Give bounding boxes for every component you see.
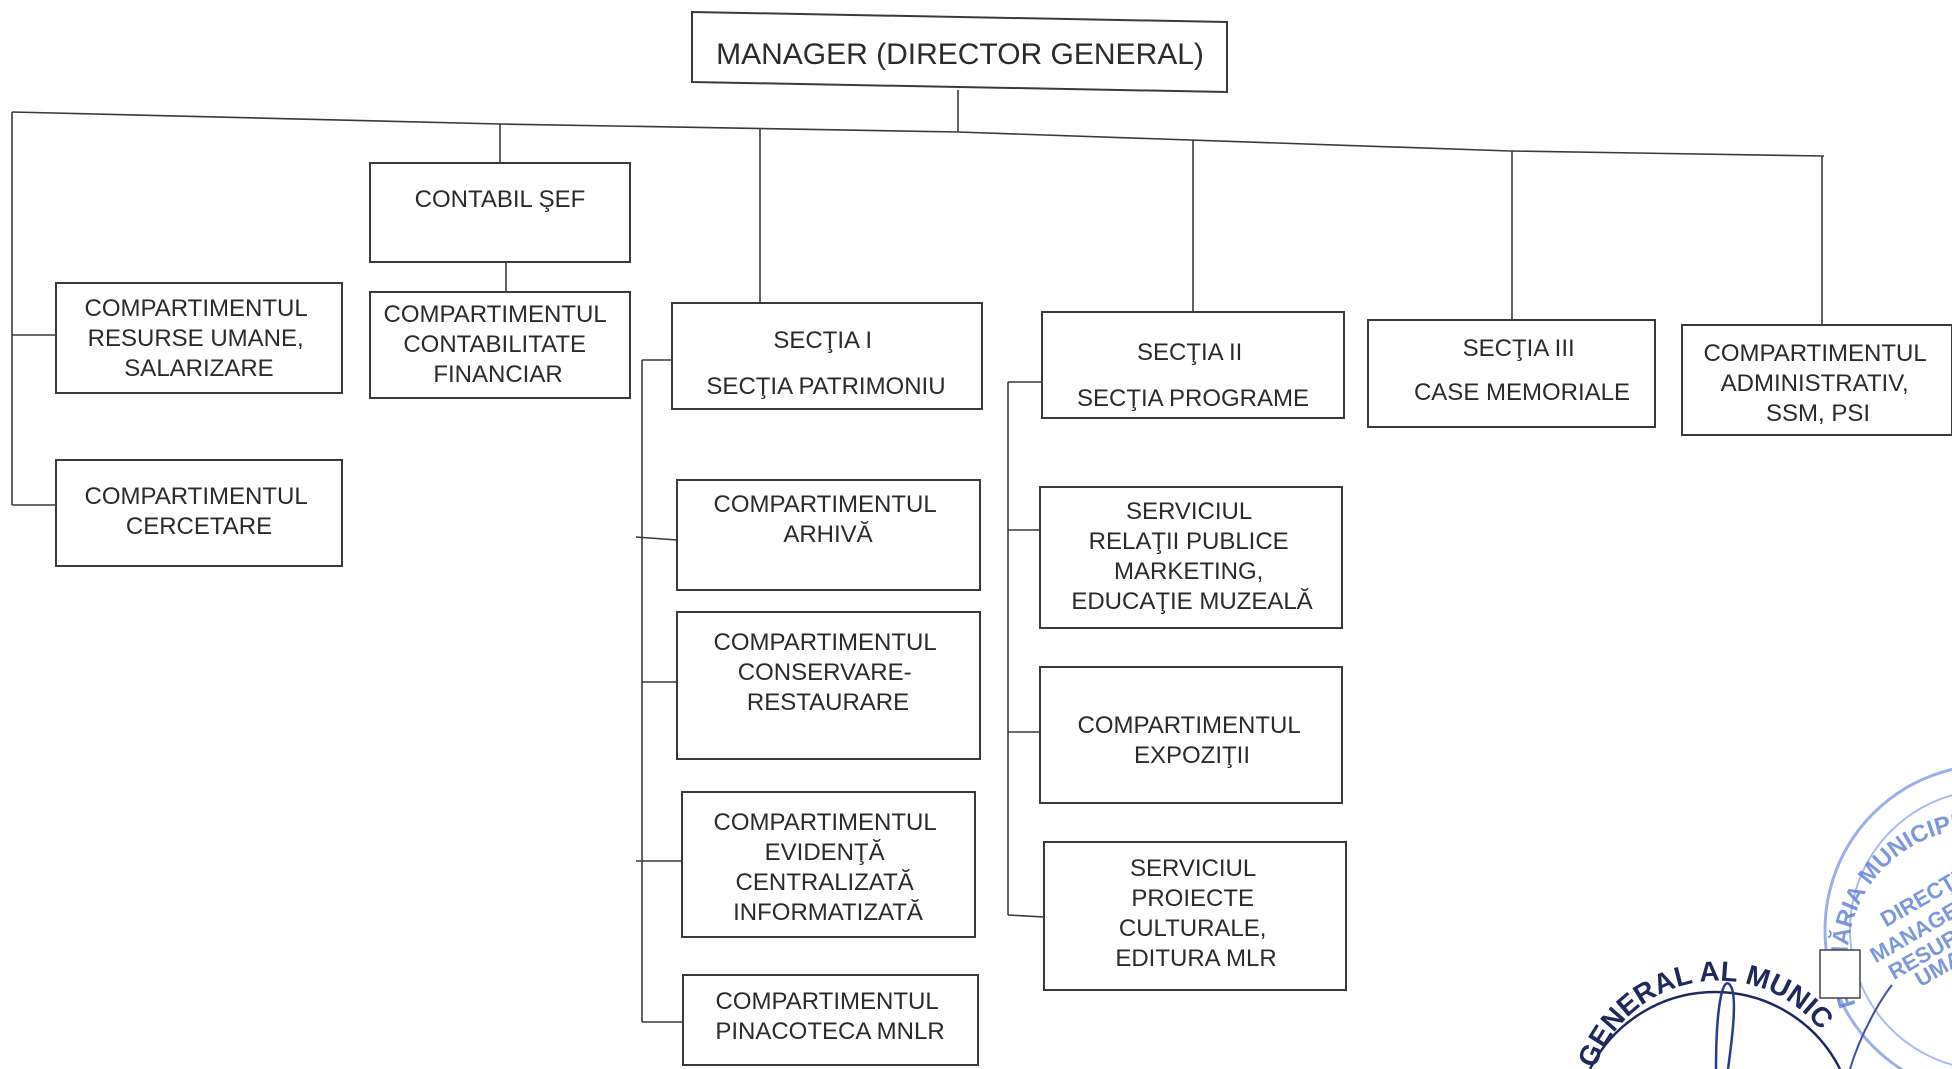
svg-text:SERVICIUL RELAŢII PUBLIC: SERVICIUL RELAŢII PUBLICE MARKETING, EDU… [1071, 498, 1312, 615]
unit-label: MANAGER (DIRECTOR GENERAL) [716, 38, 1204, 71]
svg-text:COMPARTIMENTUL PINACOTEC: COMPARTIMENTUL PINACOTECA MNLR [715, 988, 944, 1045]
unit-box-comp-cercetare: COMPARTIMENTUL CERCETARE [55, 459, 343, 567]
svg-text:MANAGER (DIRECTOR GENERAL): MANAGER (DIRECTOR GENERAL) [716, 38, 1204, 71]
svg-text:COMPARTIMENTUL ADMINISTR: COMPARTIMENTUL ADMINISTRATIV, SSM, PSI [1704, 340, 1933, 427]
unit-label: CONTABIL ŞEF [415, 186, 586, 213]
unit-label: SECŢIA I [773, 327, 872, 354]
svg-text:SECŢIA I SECŢIA PATRIMON: SECŢIA I SECŢIA PATRIMONIU [706, 327, 945, 400]
unit-label: RESTAURARE [747, 689, 909, 716]
unit-box-serv-proiecte: SERVICIUL PROIECTE CULTURALE, EDITURA ML… [1043, 841, 1347, 991]
unit-label: EDITURA MLR [1115, 945, 1276, 972]
unit-box-comp-expozitii: COMPARTIMENTUL EXPOZIŢII [1039, 666, 1343, 804]
unit-label: CONSERVARE- [738, 659, 912, 686]
unit-label: EDUCAŢIE MUZEALĂ [1071, 588, 1312, 615]
unit-label: CULTURALE, [1119, 915, 1267, 942]
svg-text:SERVICIUL PROIECTE: SERVICIUL PROIECTE CULTURALE, EDITURA ML… [1115, 855, 1276, 972]
unit-label: COMPARTIMENTUL [384, 301, 607, 328]
unit-label: SECŢIA II [1137, 339, 1242, 366]
unit-label: COMPARTIMENTUL [85, 483, 308, 510]
svg-text:COMPARTIMENTUL RESURSE U: COMPARTIMENTUL RESURSE UMANE, SALARIZARE [85, 295, 314, 382]
unit-box-sectia-2: SECŢIA II SECŢIA PROGRAME [1041, 311, 1345, 419]
unit-label: CONTABILITATE [403, 331, 586, 358]
svg-text:SECŢIA II SECŢIA PROGRAM: SECŢIA II SECŢIA PROGRAME [1077, 339, 1309, 412]
unit-label: FINANCIAR [433, 361, 562, 388]
unit-box-comp-pinacoteca: COMPARTIMENTUL PINACOTECA MNLR [682, 974, 979, 1066]
unit-label: EVIDENŢĂ [765, 839, 885, 866]
unit-box-comp-contabilitate: COMPARTIMENTUL CONTABILITATE FINANCIAR [369, 291, 631, 399]
unit-label: COMPARTIMENTUL [714, 491, 937, 518]
connector-lines [11, 90, 1825, 1023]
svg-text:CONTABIL ŞEF: CONTABIL ŞEF [415, 186, 586, 213]
unit-label: SECŢIA PROGRAME [1077, 385, 1309, 412]
unit-label: COMPARTIMENTUL [85, 295, 308, 322]
unit-box-sectia-1: SECŢIA I SECŢIA PATRIMONIU [671, 302, 983, 410]
unit-label: CERCETARE [126, 513, 272, 540]
unit-box-comp-conservare: COMPARTIMENTUL CONSERVARE- RESTAURARE [676, 611, 981, 760]
unit-label: EXPOZIŢII [1134, 742, 1250, 769]
unit-box-contabil-sef: CONTABIL ŞEF [369, 162, 631, 263]
unit-label: COMPARTIMENTUL [714, 809, 937, 836]
signature-mark [1714, 982, 1736, 1069]
unit-box-sectia-3: SECŢIA III CASE MEMORIALE [1367, 319, 1656, 428]
unit-box-comp-administrativ: COMPARTIMENTUL ADMINISTRATIV, SSM, PSI [1681, 324, 1952, 436]
unit-label: COMPARTIMENTUL [716, 988, 939, 1015]
unit-label: SERVICIUL [1126, 498, 1252, 525]
unit-label: SECŢIA III [1463, 335, 1575, 362]
unit-label: ADMINISTRATIV, [1721, 370, 1909, 397]
unit-label: CASE MEMORIALE [1414, 379, 1630, 406]
svg-text:SECŢIA III CASE MEMORIAL: SECŢIA III CASE MEMORIALE [1414, 335, 1630, 406]
unit-label: INFORMATIZATĂ [733, 899, 923, 926]
unit-label: PINACOTECA MNLR [715, 1018, 944, 1045]
unit-box-comp-evidenta: COMPARTIMENTUL EVIDENŢĂ CENTRALIZATĂ INF… [681, 791, 976, 938]
unit-label: ARHIVĂ [783, 521, 872, 548]
unit-label: SALARIZARE [124, 355, 273, 382]
unit-label: PROIECTE [1131, 885, 1254, 912]
svg-text:COMPARTIMENTUL CONSERVAR: COMPARTIMENTUL CONSERVARE- RESTAURARE [714, 629, 943, 716]
svg-text:COMPARTIMENTUL CERCETARE: COMPARTIMENTUL CERCETARE [85, 483, 314, 540]
svg-text:COMPARTIMENTUL EVIDENŢĂ: COMPARTIMENTUL EVIDENŢĂ CENTRALIZATĂ INF… [714, 809, 943, 926]
signature-mark [1849, 984, 1893, 1069]
svg-text:COMPARTIMENTUL ARHIVĂ: COMPARTIMENTUL ARHIVĂ [714, 491, 943, 548]
unit-label: RESURSE UMANE, [88, 325, 304, 352]
unit-label: SERVICIUL [1130, 855, 1256, 882]
unit-label: RELAŢII PUBLICE [1089, 528, 1289, 555]
svg-text:COMPARTIMENTUL EXPOZIŢII: COMPARTIMENTUL EXPOZIŢII [1078, 712, 1307, 769]
unit-box-manager: MANAGER (DIRECTOR GENERAL) [691, 10, 1228, 94]
unit-box-serv-relatii: SERVICIUL RELAŢII PUBLICE MARKETING, EDU… [1039, 486, 1343, 629]
unit-label: SECŢIA PATRIMONIU [706, 373, 945, 400]
unit-label: MARKETING, [1114, 558, 1263, 585]
unit-label: COMPARTIMENTUL [1704, 340, 1927, 367]
unit-box-comp-arhiva: COMPARTIMENTUL ARHIVĂ [676, 479, 981, 591]
unit-box-comp-resurse-umane: COMPARTIMENTUL RESURSE UMANE, SALARIZARE [55, 282, 343, 394]
unit-label: SSM, PSI [1766, 400, 1870, 427]
unit-label: COMPARTIMENTUL [1078, 712, 1301, 739]
svg-text:COMPARTIMENTUL CONTABILI: COMPARTIMENTUL CONTABILITATE FINANCIAR [384, 301, 613, 388]
unit-label: CENTRALIZATĂ [736, 869, 914, 896]
unit-label: COMPARTIMENTUL [714, 629, 937, 656]
